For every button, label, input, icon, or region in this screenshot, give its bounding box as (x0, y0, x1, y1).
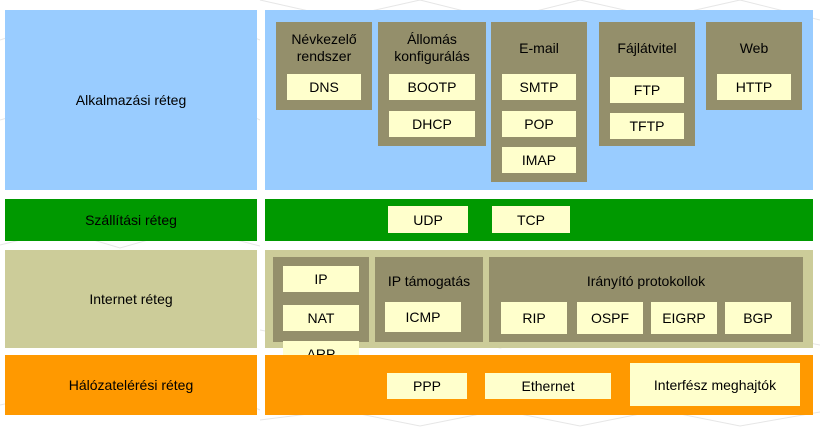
network-access-layer-label: Hálózatelérési réteg (5, 355, 257, 415)
interface-drivers: Interfész meghajtók (630, 363, 800, 406)
protocol-bgp: BGP (725, 302, 791, 334)
group-name-service-title: Névkezelő rendszer (291, 31, 357, 64)
protocol-ftp: FTP (610, 77, 684, 103)
group-web: Web HTTP (706, 22, 802, 110)
group-web-title: Web (739, 40, 769, 56)
protocol-pop: POP (502, 111, 576, 137)
group-host-config: Állomás konfigurálás BOOTP DHCP (378, 22, 486, 146)
protocol-nat: NAT (283, 305, 359, 331)
group-ip-support: IP támogatás ICMP (375, 257, 483, 342)
protocol-ethernet: Ethernet (485, 373, 611, 399)
internet-layer-label: Internet réteg (5, 250, 257, 348)
group-file-transfer: Fájlátvitel FTP TFTP (599, 22, 695, 146)
protocol-ip: IP (283, 266, 359, 292)
protocol-dhcp: DHCP (389, 111, 475, 137)
protocol-tftp: TFTP (610, 113, 684, 139)
protocol-ppp: PPP (387, 373, 467, 399)
application-layer-label: Alkalmazási réteg (5, 10, 257, 190)
group-email-title: E-mail (519, 40, 559, 56)
protocol-rip: RIP (501, 302, 567, 334)
protocol-http: HTTP (717, 74, 791, 100)
protocol-icmp: ICMP (385, 302, 461, 332)
protocol-ospf: OSPF (577, 302, 643, 334)
protocol-smtp: SMTP (502, 74, 576, 100)
protocol-tcp: TCP (492, 206, 570, 233)
group-ip-support-title: IP támogatás (387, 273, 471, 289)
protocol-eigrp: EIGRP (651, 302, 717, 334)
transport-layer-label: Szállítási réteg (5, 199, 257, 241)
protocol-udp: UDP (388, 206, 468, 233)
protocol-bootp: BOOTP (389, 74, 475, 100)
group-host-config-title: Állomás konfigurálás (394, 31, 470, 64)
group-file-transfer-title: Fájlátvitel (617, 40, 677, 56)
group-routing-title: Irányító protokollok (586, 273, 706, 289)
protocol-imap: IMAP (502, 147, 576, 173)
group-routing-protocols: Irányító protokollok RIP OSPF EIGRP BGP (489, 257, 803, 342)
group-name-service: Névkezelő rendszer DNS (276, 22, 372, 110)
group-email: E-mail SMTP POP IMAP (491, 22, 587, 182)
protocol-dns: DNS (287, 74, 361, 100)
